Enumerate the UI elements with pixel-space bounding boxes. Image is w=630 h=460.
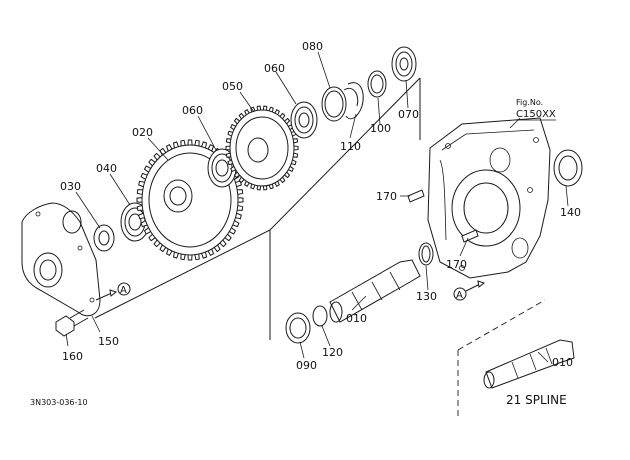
spacer-080 [321,86,347,122]
callout-170-upper: 170 [376,190,397,203]
reference-mark-a-left: A [95,282,131,301]
assembly-frame-lines [94,77,546,420]
gear-case-housing [427,117,551,279]
o-ring-120 [312,305,328,327]
bearing-070 [391,46,417,82]
reference-mark-label-right: A [456,290,463,301]
callout-130: 130 [416,290,437,303]
fig-no-label: Fig.No. [516,98,543,107]
callout-080: 080 [302,40,323,53]
pin-170-lower [461,229,479,243]
oil-seal-140 [553,149,583,187]
shaft-010-21-spline [483,339,575,389]
callout-160: 160 [62,350,83,363]
callout-100: 100 [370,122,391,135]
callout-050: 050 [222,80,243,93]
bearing-090 [285,312,311,344]
cover-plate-150 [21,202,101,317]
callout-120: 120 [322,346,343,359]
gear-050 [225,105,299,191]
reference-mark-label-left: A [120,285,127,296]
callout-070: 070 [398,108,419,121]
bearing-060-right [290,101,318,139]
callout-020: 020 [132,126,153,139]
drawing-code: 3N303-036-10 [30,398,88,407]
bolt-160 [55,309,89,337]
callout-010-alt: 010 [552,356,573,369]
pin-170-upper [407,189,425,203]
callout-060-right: 060 [264,62,285,75]
snap-ring-130 [418,242,434,266]
callout-140: 140 [560,206,581,219]
fig-no-value: C150XX [516,109,556,120]
figure-number-block: Fig.No. C150XX [516,98,556,121]
callout-030: 030 [60,180,81,193]
bearing-030 [93,224,115,252]
ring-100 [367,70,387,98]
callout-090: 090 [296,359,317,372]
snap-ring-110 [343,82,364,120]
reference-mark-a-right: A [453,280,486,301]
callout-060-left: 060 [182,104,203,117]
leader-lines [65,51,569,363]
callout-labels: 030 040 020 060 050 060 080 110 100 070 … [60,40,581,372]
callout-010: 010 [346,312,367,325]
callout-170-lower: 170 [446,258,467,271]
callout-150: 150 [98,335,119,348]
spline-note: 21 SPLINE [506,393,567,407]
callout-110: 110 [340,140,361,153]
callout-040: 040 [96,162,117,175]
shaft-010 [329,259,421,323]
